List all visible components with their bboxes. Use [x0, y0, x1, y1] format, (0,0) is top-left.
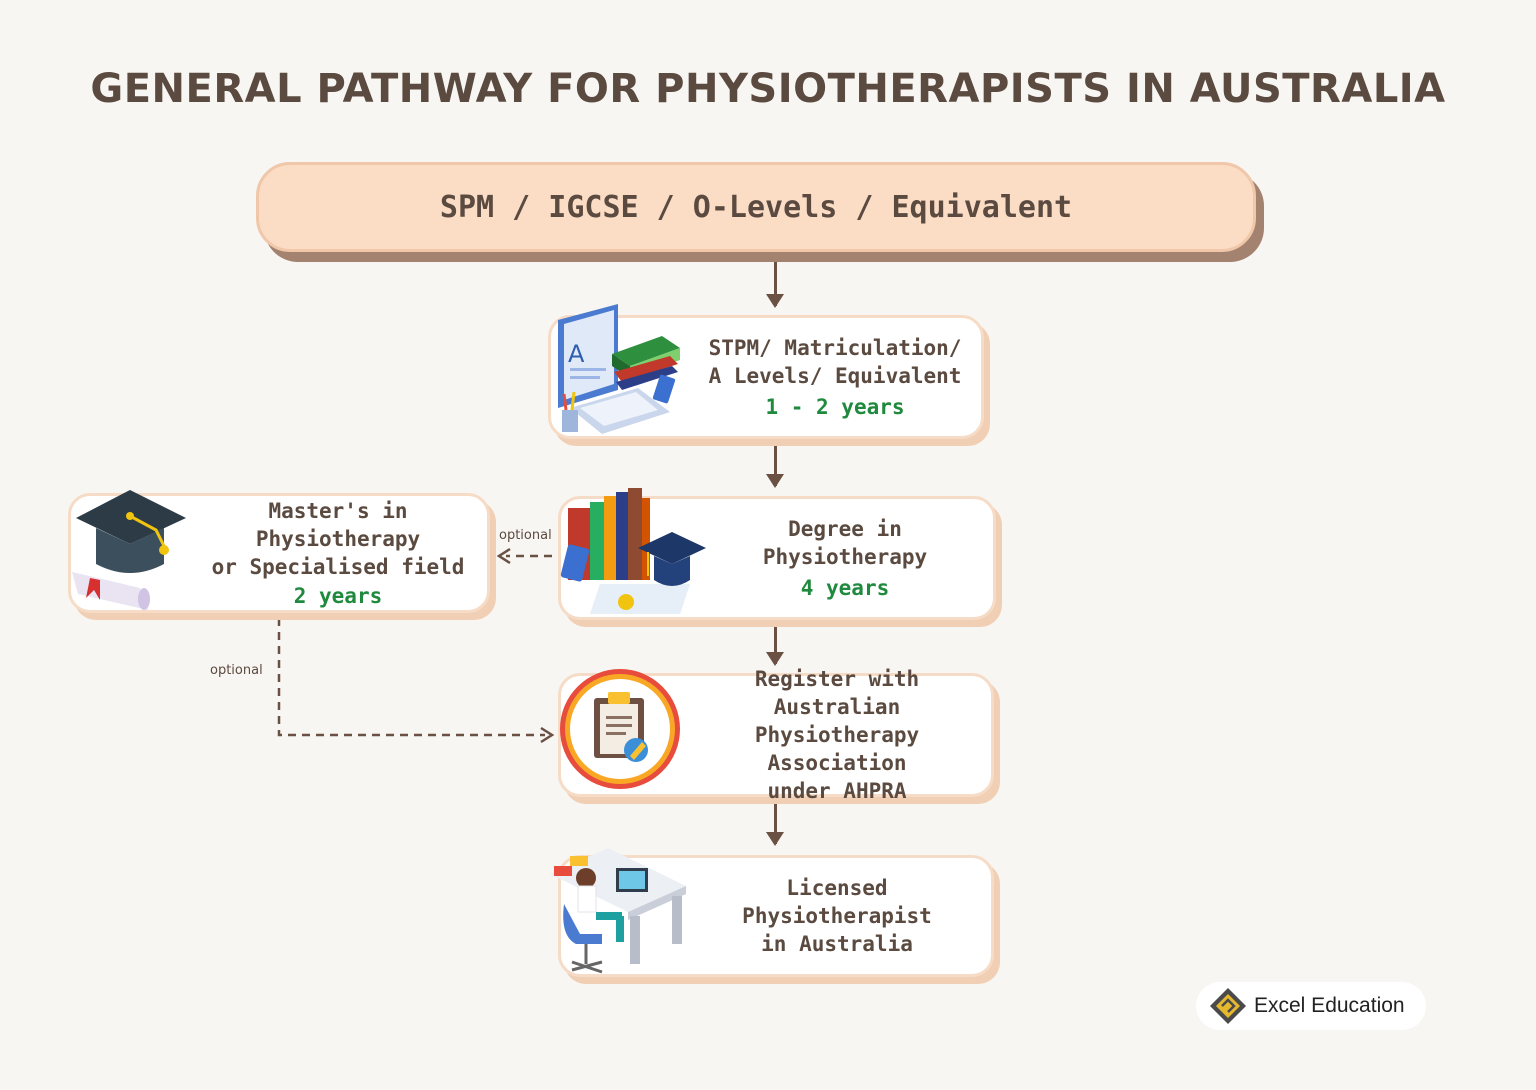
physiotherapist-desk-illustration: [550, 848, 686, 974]
masters-years: 2 years: [293, 583, 383, 608]
optional-label-masters: optional: [499, 528, 552, 543]
masters-line2: or Specialised field: [211, 554, 465, 579]
arrow-down-3: [766, 624, 784, 666]
stpm-line2: A Levels/ Equivalent: [708, 363, 962, 388]
arrow-down-4: [766, 800, 784, 846]
degree-years: 4 years: [800, 575, 890, 600]
licensed-line2: in Australia: [761, 932, 913, 956]
computer-books-illustration: A: [558, 304, 680, 434]
entry-qualification-box: SPM / IGCSE / O-Levels / Equivalent: [256, 162, 1256, 252]
graduation-cap-diploma-illustration: [72, 490, 186, 610]
register-line1: Register with Australian: [754, 667, 920, 719]
optional-arrow-to-register: [277, 618, 545, 737]
stpm-line1: STPM/ Matriculation/: [708, 335, 962, 360]
masters-line1: Master's in Physiotherapy: [255, 498, 421, 551]
excel-education-logo: Excel Education: [1196, 982, 1426, 1030]
clipboard-icon: [560, 669, 680, 789]
degree-line1: Degree in Physiotherapy: [762, 516, 928, 569]
optional-arrow-to-masters-head: [496, 547, 511, 565]
licensed-line1: Licensed Physiotherapist: [742, 876, 932, 928]
arrow-down-1: [766, 262, 784, 308]
entry-qualification-label: SPM / IGCSE / O-Levels / Equivalent: [439, 189, 1073, 225]
arrow-down-2: [766, 444, 784, 488]
register-line2: Physiotherapy Association: [754, 723, 920, 775]
page-title: GENERAL PATHWAY FOR PHYSIOTHERAPISTS IN …: [90, 66, 1446, 112]
register-line3: under AHPRA: [767, 779, 907, 803]
svg-text:A: A: [568, 340, 585, 368]
excel-education-logo-icon: [1210, 988, 1246, 1024]
books-graduation-illustration: [560, 488, 706, 614]
stpm-years: 1 - 2 years: [765, 394, 905, 419]
optional-label-register: optional: [210, 663, 263, 678]
optional-arrow-to-register-head: [540, 726, 555, 744]
logo-text: Excel Education: [1254, 994, 1405, 1017]
